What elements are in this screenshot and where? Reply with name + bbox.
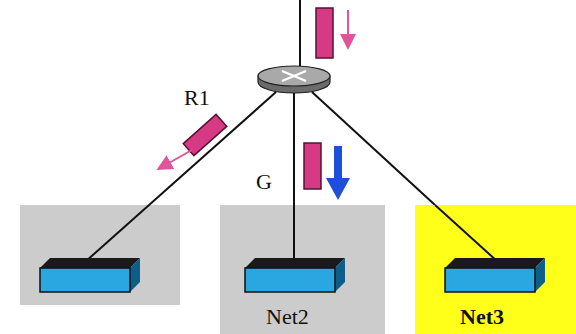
network-box	[20, 205, 180, 305]
router-symbol	[256, 64, 332, 94]
link-line	[312, 92, 435, 205]
edge-label: G	[254, 170, 274, 194]
packet	[304, 143, 321, 189]
host-device	[245, 258, 345, 292]
link-line	[293, 92, 295, 205]
link-line	[85, 92, 276, 262]
link-line	[435, 205, 498, 262]
packet	[316, 8, 333, 58]
link-line	[299, 0, 301, 66]
direction-arrow	[326, 146, 350, 200]
direction-arrow	[347, 10, 349, 46]
router-label: R1	[184, 86, 210, 110]
packet	[183, 114, 226, 155]
link-line	[293, 205, 295, 262]
host-device	[40, 258, 140, 292]
router-node: R1	[256, 64, 332, 94]
network-label: Net3	[460, 305, 504, 329]
network-label: Net2	[266, 305, 309, 329]
direction-arrow	[160, 150, 192, 168]
host-device	[445, 258, 545, 292]
